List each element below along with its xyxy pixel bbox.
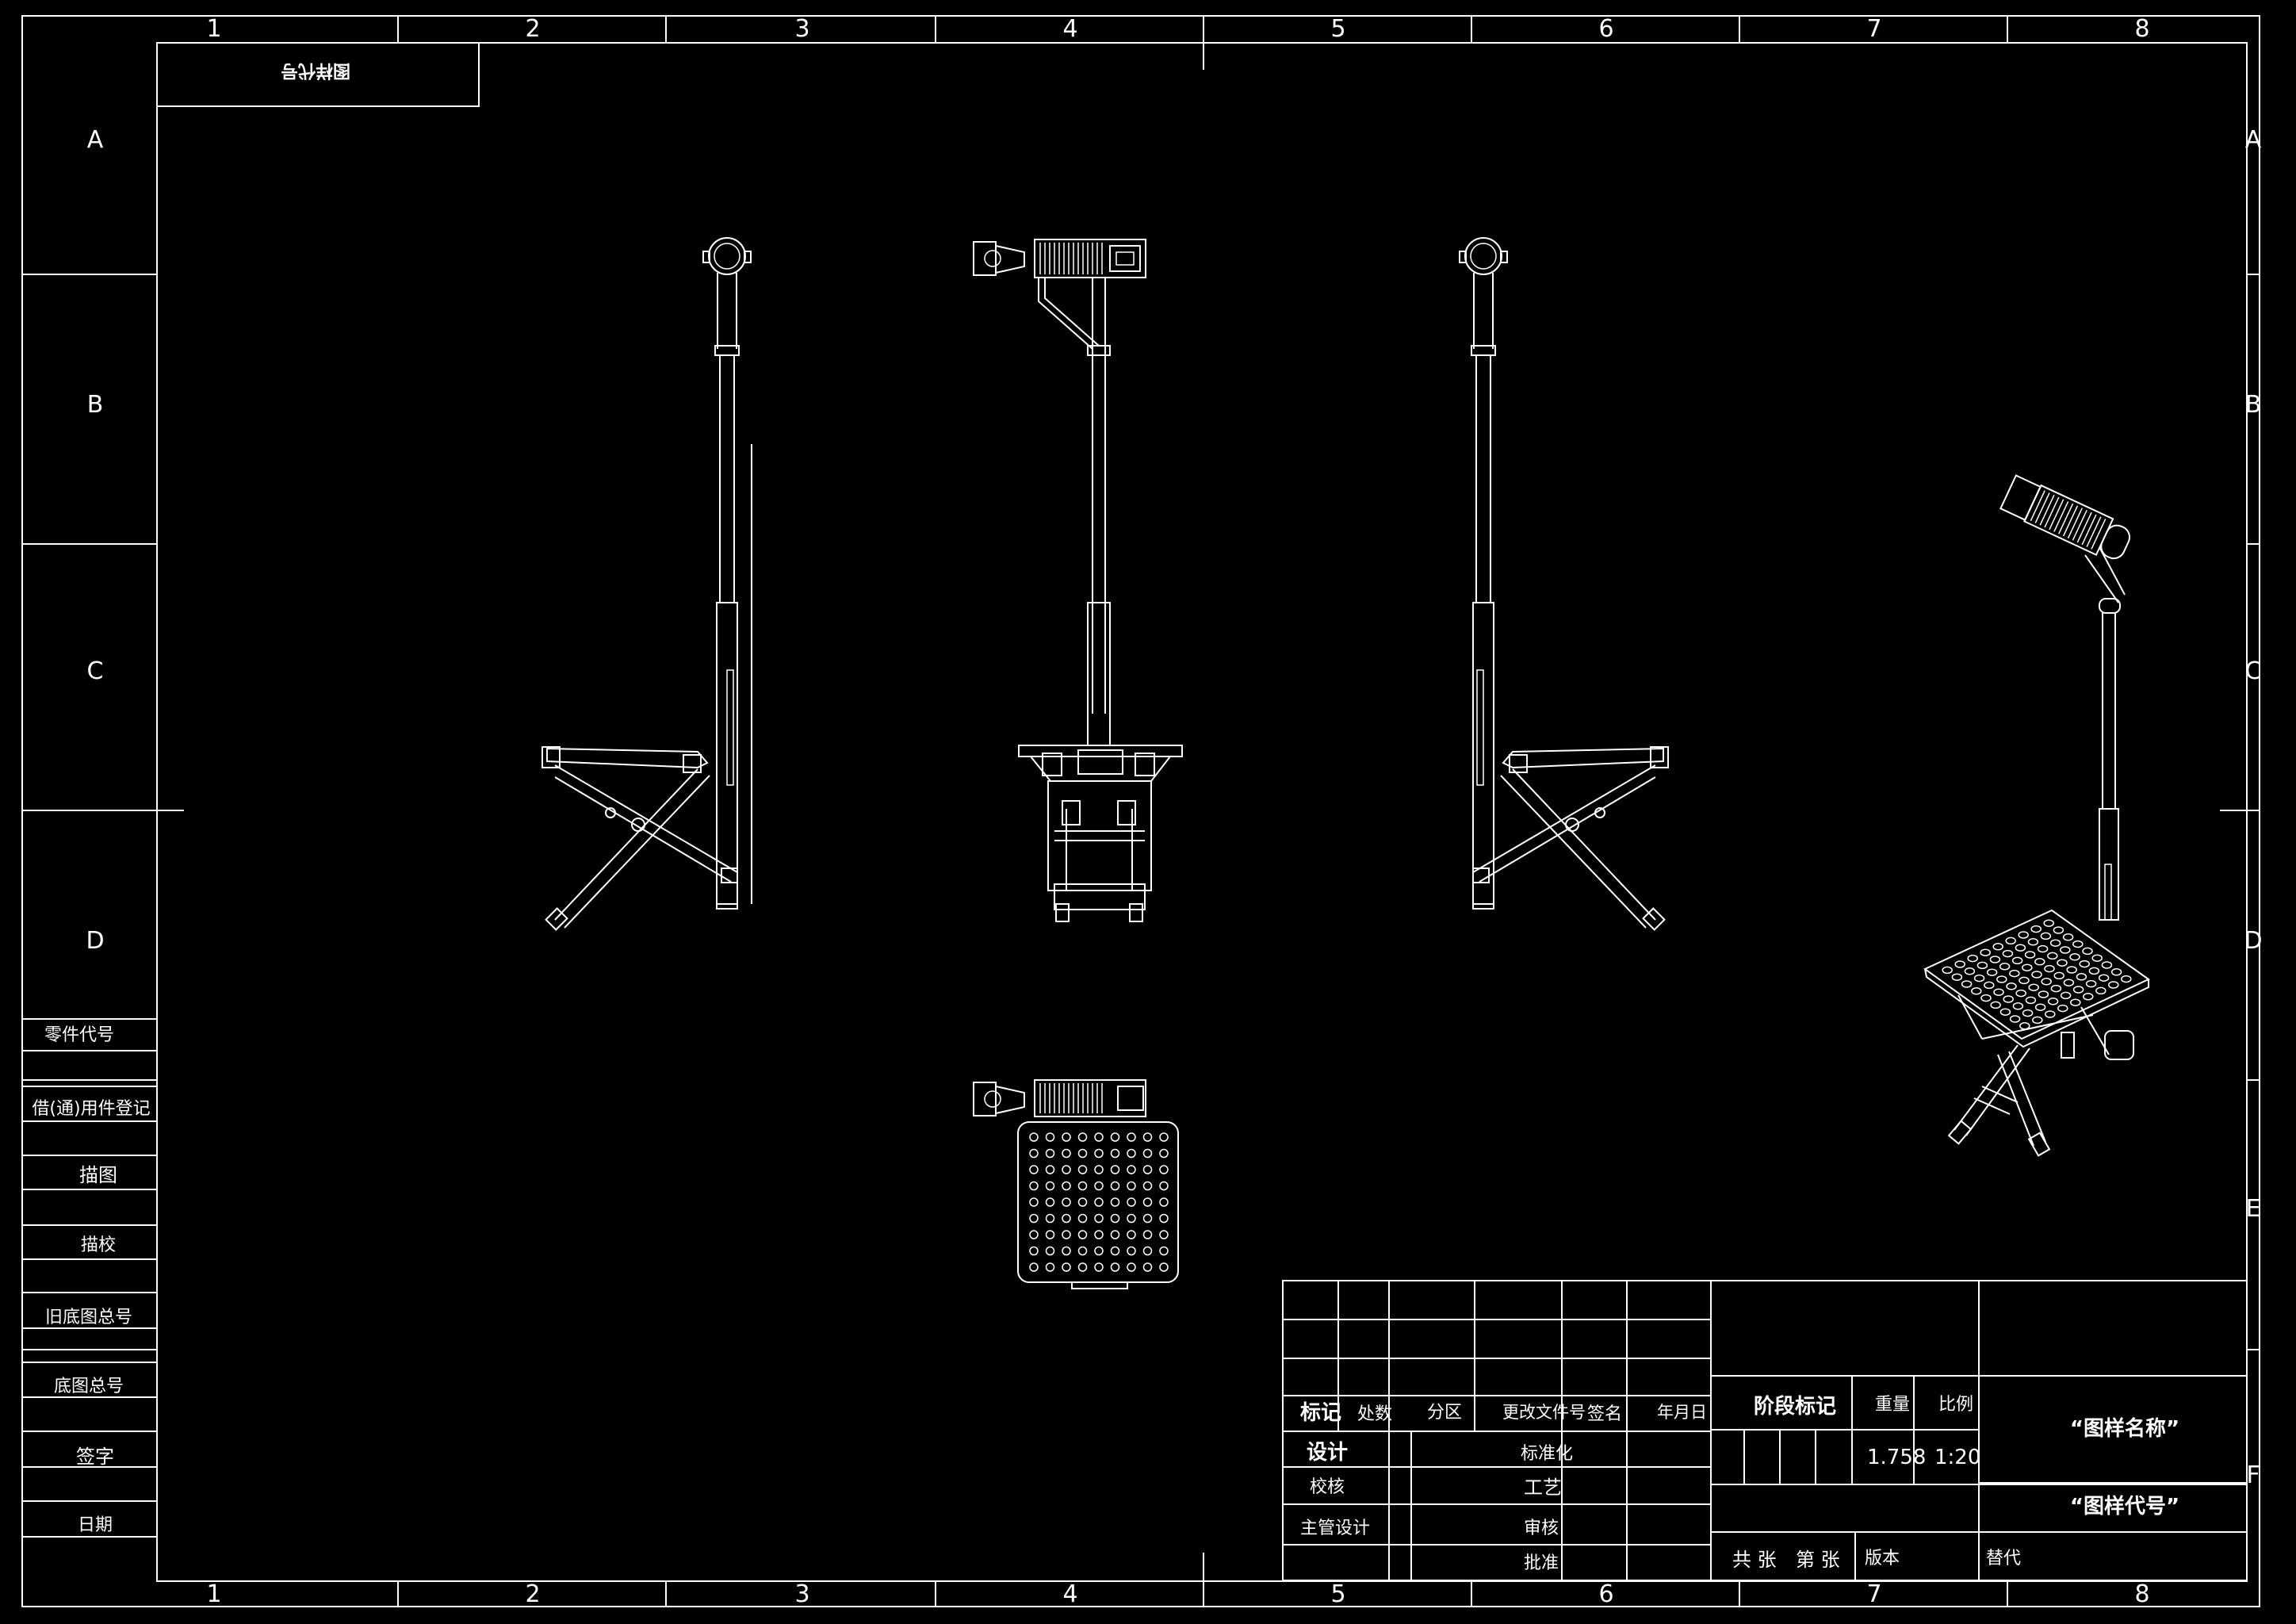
left-register-panel: 零件代号 借(通)用件登记 描图 描校 旧底图总号 底图总号 签字 日期	[22, 1018, 157, 1538]
tb-sheets-total: 共 张	[1732, 1549, 1777, 1571]
column-label: 1	[206, 15, 221, 43]
column-label: 1	[206, 1580, 221, 1608]
tb-count: 处数	[1357, 1404, 1392, 1424]
tb-sheet-no: 第 张	[1796, 1549, 1840, 1571]
isometric-view	[1923, 474, 2150, 1157]
column-label: 8	[2134, 1580, 2149, 1608]
column-label: 4	[1062, 1580, 1077, 1608]
row-label: D	[2244, 927, 2262, 955]
column-label: 7	[1866, 1580, 1881, 1608]
tb-drawing-code: “图样代号”	[2070, 1494, 2179, 1519]
column-label: 7	[1866, 15, 1881, 43]
label-base-number: 底图总号	[54, 1377, 124, 1396]
column-labels-bottom: 1 2 3 4 5 6 7 8	[206, 1580, 2149, 1608]
tb-approve: 批准	[1524, 1553, 1559, 1573]
tb-scale-label: 比例	[1938, 1395, 1973, 1415]
column-label: 4	[1062, 15, 1077, 43]
column-label: 3	[794, 1580, 809, 1608]
border-frame	[21, 15, 2260, 1607]
tb-replaces: 替代	[1986, 1549, 2021, 1568]
row-label: F	[2246, 1461, 2260, 1489]
front-view	[973, 239, 1183, 922]
corner-tag-text: 图样代号	[281, 60, 350, 81]
tb-date: 年月日	[1657, 1403, 1707, 1422]
tb-weight-label: 重量	[1875, 1395, 1910, 1415]
column-label: 5	[1330, 1580, 1345, 1608]
side-view-right	[1459, 237, 1669, 931]
label-old-base-number: 旧底图总号	[45, 1308, 132, 1327]
tb-mark: 标记	[1300, 1401, 1341, 1425]
side-view-left	[541, 237, 752, 931]
tb-standardize: 标准化	[1521, 1444, 1573, 1464]
column-label: 6	[1598, 1580, 1613, 1608]
tb-change-doc: 更改文件号	[1502, 1403, 1586, 1422]
tb-drawing-name: “图样名称”	[2070, 1416, 2179, 1441]
row-label: C	[2245, 657, 2262, 685]
label-trace: 描图	[79, 1164, 117, 1186]
row-label: E	[2246, 1195, 2261, 1223]
label-borrowed-register: 借(通)用件登记	[32, 1099, 150, 1119]
tb-version: 版本	[1865, 1549, 1900, 1568]
column-label: 3	[794, 15, 809, 43]
row-label: B	[87, 391, 104, 419]
column-label: 5	[1330, 15, 1345, 43]
row-labels-right: A B C D E F	[2244, 126, 2262, 1489]
tb-sign: 签名	[1587, 1404, 1622, 1424]
row-label: B	[2245, 391, 2262, 419]
column-label: 2	[525, 15, 540, 43]
row-label: C	[87, 657, 104, 685]
tb-zone: 分区	[1427, 1403, 1462, 1423]
top-view	[973, 1079, 1179, 1289]
label-signature: 签字	[76, 1446, 114, 1468]
tb-design: 设计	[1307, 1441, 1348, 1465]
row-label: D	[86, 927, 104, 955]
column-label: 8	[2134, 15, 2149, 43]
tb-stage-mark: 阶段标记	[1754, 1394, 1836, 1419]
label-date: 日期	[78, 1515, 113, 1535]
tb-weight-value: 1.758	[1867, 1446, 1926, 1469]
corner-tag-box: 图样代号	[156, 42, 480, 107]
label-trace-check: 描校	[81, 1235, 116, 1255]
row-label: A	[87, 126, 104, 154]
tb-scale-value: 1:20	[1934, 1446, 1980, 1469]
tb-process: 工艺	[1524, 1477, 1562, 1499]
column-label: 6	[1598, 15, 1613, 43]
row-labels-left: A B C D	[86, 126, 104, 955]
tb-check: 校核	[1310, 1477, 1345, 1497]
title-block: 标记 处数 分区 更改文件号 签名 年月日 设计 校核 主管设计 标准化 工艺 …	[1282, 1280, 2248, 1581]
column-label: 2	[525, 1580, 540, 1608]
column-labels-top: 1 2 3 4 5 6 7 8	[206, 15, 2149, 43]
row-label: A	[2245, 126, 2262, 154]
label-part-code: 零件代号	[44, 1025, 114, 1045]
tb-review: 审核	[1524, 1519, 1559, 1538]
tb-chief-design: 主管设计	[1300, 1519, 1370, 1538]
